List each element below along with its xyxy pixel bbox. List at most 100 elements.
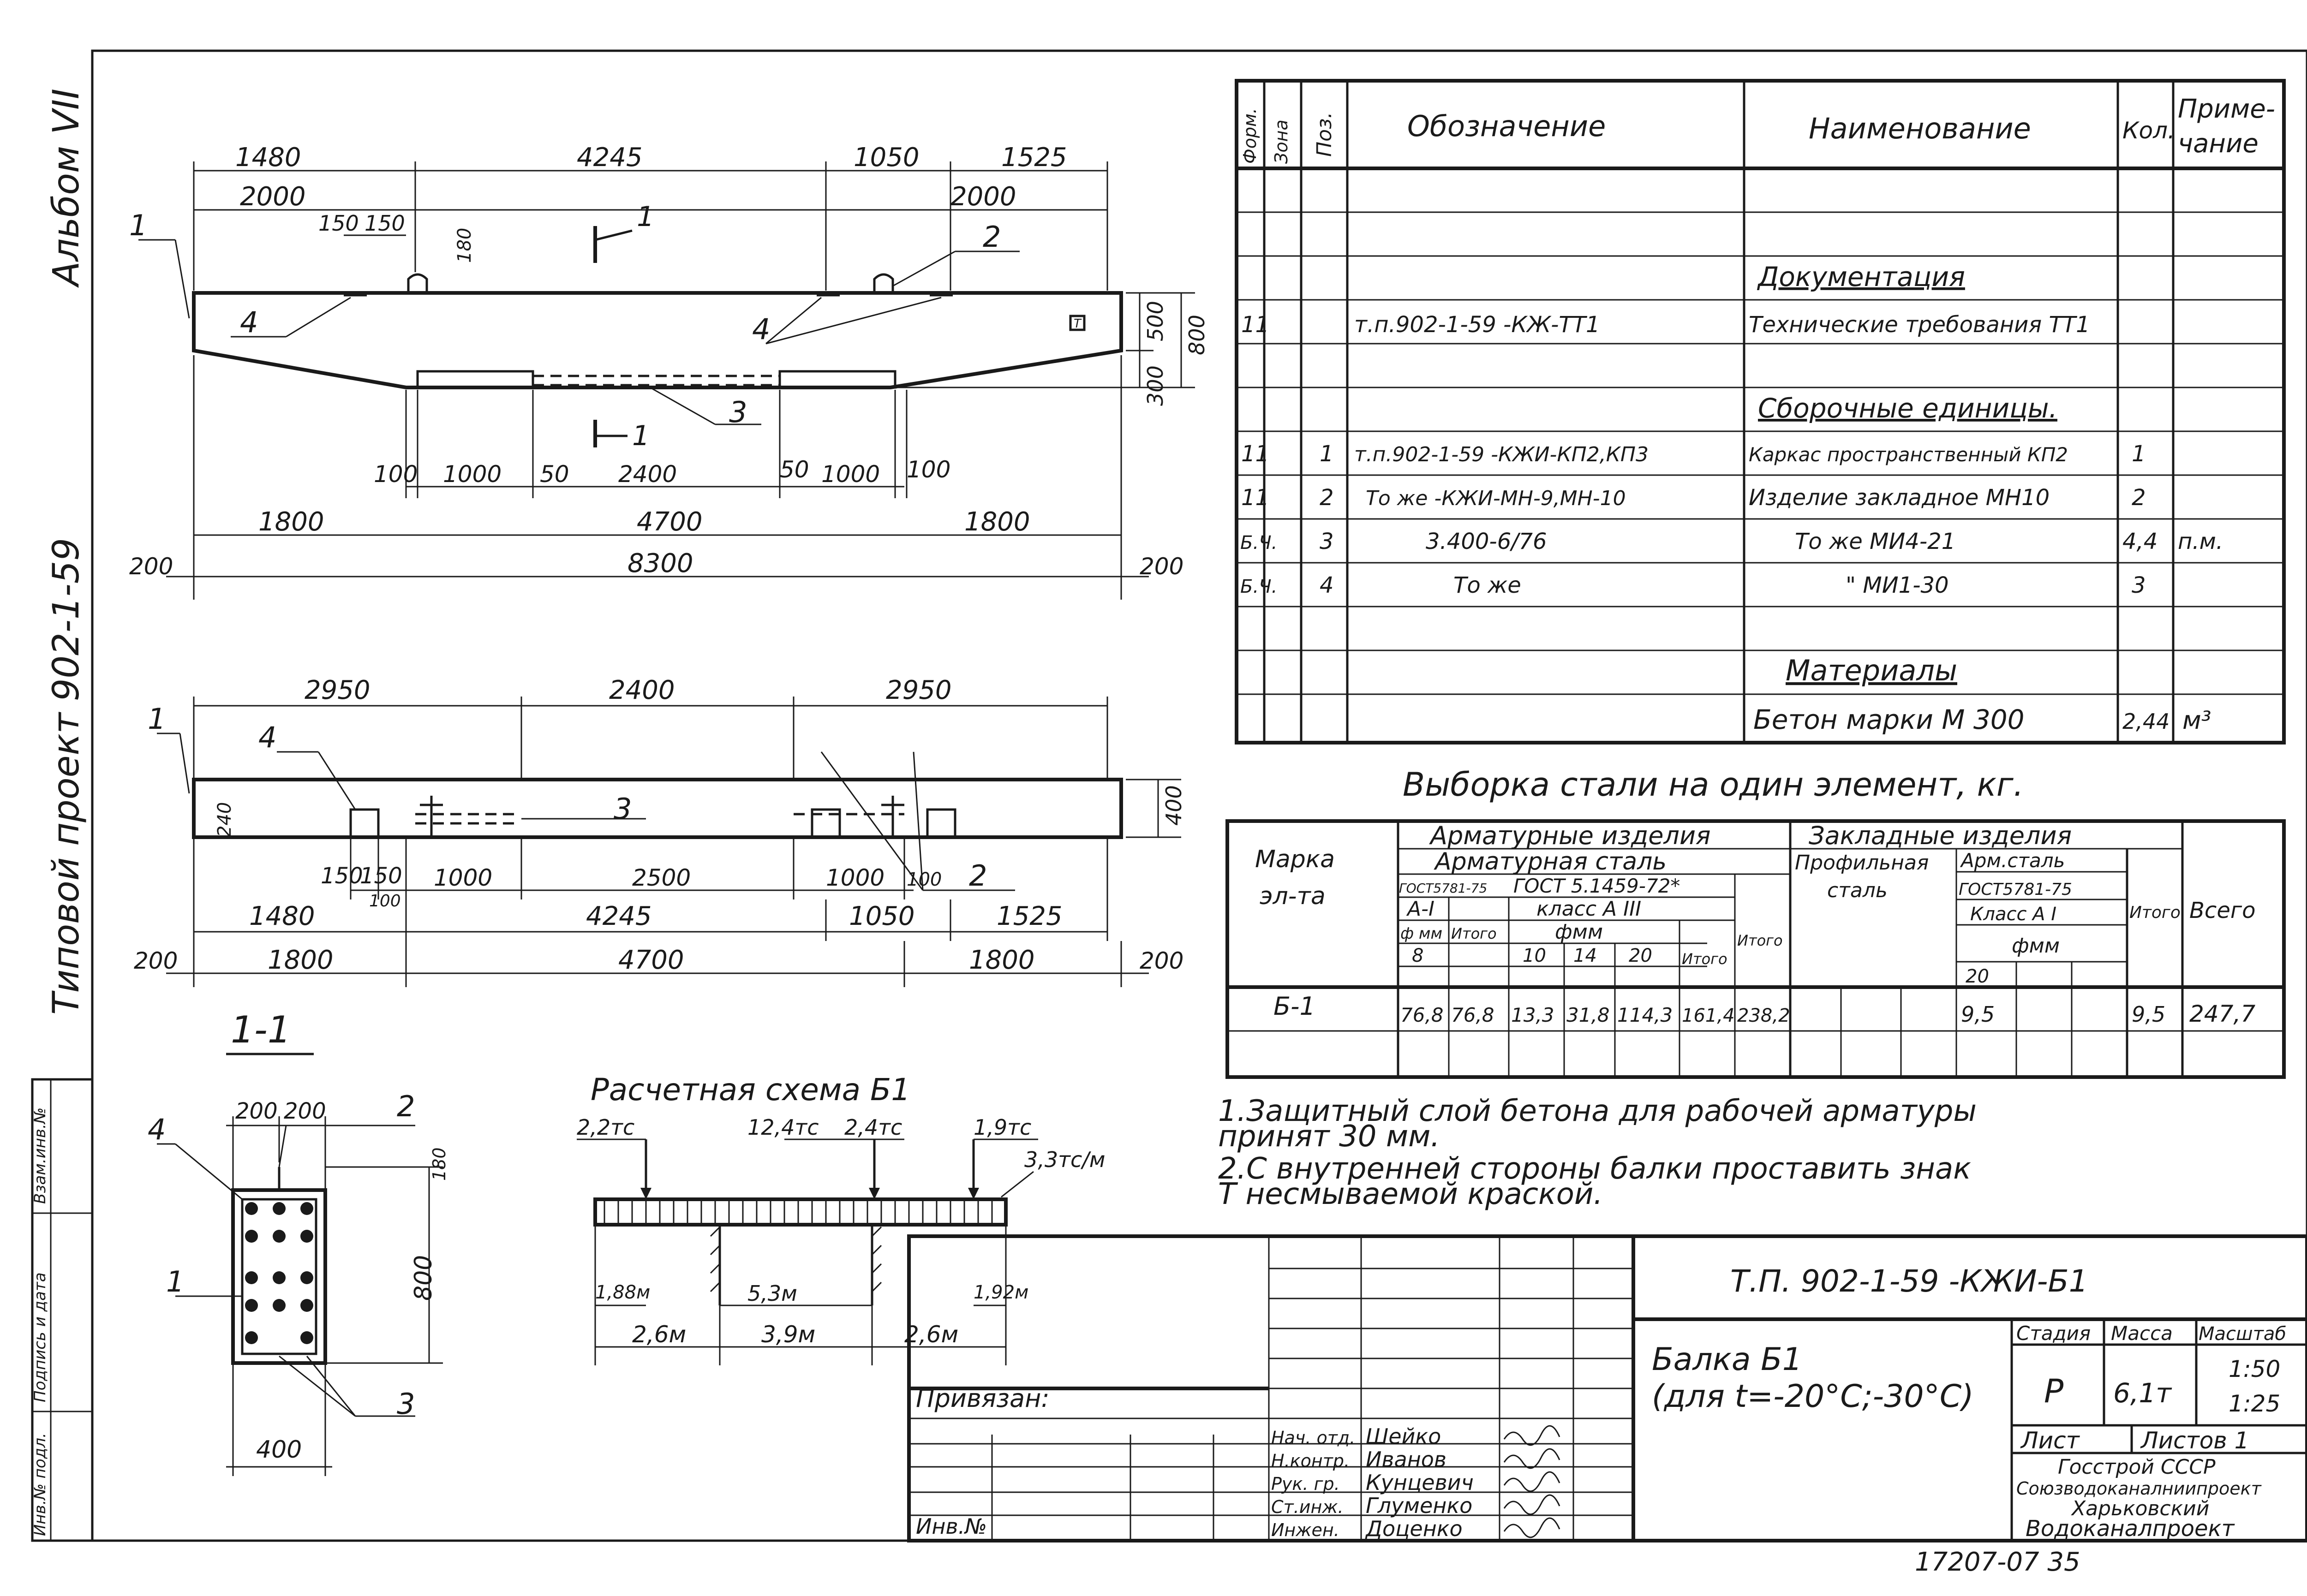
plan-callout-4: 4: [258, 721, 276, 754]
plan-dim-1000a: 1000: [434, 864, 492, 891]
section-dim-200b: 200: [284, 1098, 326, 1124]
h-total: Всего: [2189, 898, 2255, 923]
row-mn-pos: 2: [1320, 485, 1334, 511]
dim-150a: 150: [318, 211, 359, 236]
plan-dim-1000b: 1000: [826, 864, 885, 891]
dim-8300: 8300: [628, 548, 693, 578]
cell-arm-itogo: 238,2: [1737, 1005, 1790, 1026]
plan-dim-150a: 150: [321, 863, 363, 889]
scale-h: Масштаб: [2199, 1323, 2286, 1345]
left-stamp: Инв.№ подл. Подпись и дата Взам.инв.№: [31, 1078, 94, 1542]
row-mi1-qty: 3: [2132, 572, 2146, 598]
h-itogo-a3: Итого: [1682, 950, 1727, 968]
h-d20: 20: [1629, 945, 1652, 966]
role-2: Рук. гр.: [1271, 1474, 1340, 1494]
plan-dim-2950b: 2950: [886, 675, 952, 705]
load-12-4: 12,4тс: [747, 1115, 819, 1140]
cell-a3-10: 13,3: [1511, 1004, 1554, 1026]
org-0: Госстрой СССР: [2058, 1455, 2216, 1479]
callout-4a: 4: [240, 305, 258, 339]
calc-beam: [593, 1197, 1008, 1227]
dim-2000-left: 2000: [240, 182, 306, 212]
h-a1b: Класс А I: [1970, 904, 2056, 925]
loop-right: [873, 273, 894, 293]
plan-callout-1: 1: [148, 702, 166, 736]
h-note-1: Приме-: [2178, 94, 2275, 124]
org-2: Харьковский: [2071, 1497, 2209, 1520]
section-view: 1-1 200 200 180 800 400 4 2 1: [148, 1008, 449, 1476]
section-dim-400: 400: [256, 1436, 302, 1464]
row-tt-name: Технические требования ТТ1: [1749, 312, 2090, 338]
span-2-6b: 2,6м: [904, 1321, 958, 1348]
section-callout-3: 3: [397, 1387, 415, 1421]
plan-dim-4245: 4245: [586, 901, 652, 931]
row-mi1-code: То же: [1453, 572, 1521, 598]
callout-1: 1: [129, 208, 147, 242]
stage-val: Р: [2044, 1372, 2064, 1410]
cell-a1-8: 76,8: [1400, 1004, 1444, 1026]
h-qty: Кол.: [2122, 117, 2175, 144]
note-2a: 2.С внутренней стороны балки проставить …: [1218, 1152, 1971, 1186]
name-2: Кунцевич: [1366, 1470, 1474, 1495]
plan-dim-1050: 1050: [849, 901, 915, 931]
embed-bottom-right: [778, 370, 897, 389]
cell-a3-14: 31,8: [1566, 1004, 1610, 1026]
h-phi: ф мм: [1400, 924, 1442, 943]
plan-dim-100b: 100: [907, 869, 942, 890]
h-d10: 10: [1523, 945, 1546, 966]
name-0: Шейко: [1366, 1424, 1441, 1449]
stamp-sign: Подпись и дата: [31, 1272, 49, 1402]
row-mi1-pos: 4: [1320, 572, 1334, 598]
dim-180: 180: [454, 228, 475, 263]
h-phimm: фмм: [1555, 920, 1603, 944]
dim-100b: 100: [907, 456, 950, 483]
load-3-3: 3,3тс/м: [1024, 1147, 1105, 1172]
span-3-9: 3,9м: [761, 1321, 815, 1348]
row-mat-section: Материалы: [1786, 654, 1957, 687]
h-profile-2: сталь: [1827, 879, 1888, 902]
plan-callout-3: 3: [614, 792, 632, 826]
ord-5-3: 5,3м: [747, 1281, 797, 1306]
load-2-2: 2,2тс: [577, 1115, 634, 1140]
plan-dim-2950a: 2950: [305, 675, 371, 705]
section-dim-180: 180: [429, 1147, 449, 1181]
h-d20b: 20: [1966, 966, 1989, 987]
name-4: Доценко: [1365, 1516, 1463, 1541]
dim-150b: 150: [365, 211, 405, 236]
note-1b: принят 30 мм.: [1218, 1120, 1440, 1154]
plan-dim-2400: 2400: [609, 675, 675, 705]
h-a1: А-I: [1406, 897, 1434, 921]
h-gost2: ГОСТ 5.1459-72*: [1513, 875, 1680, 897]
role-4: Инжен.: [1271, 1520, 1339, 1540]
plan-dim-4700: 4700: [618, 945, 684, 975]
name-1: Иванов: [1366, 1447, 1446, 1472]
org-1: Союзводоканалниипроект: [2016, 1478, 2262, 1499]
h-itogo-a1: Итого: [1451, 925, 1497, 942]
row-mi4-fmt: Б.Ч.: [1240, 532, 1277, 554]
row-mn-qty: 2: [2132, 485, 2146, 511]
steel-table: Выборка стали на один элемент, кг. Марка…: [1225, 766, 2286, 1079]
elevation-view: Т 1480 4245 1050 1525 2000 2000 150 150 …: [129, 143, 1209, 600]
h-d8: 8: [1412, 945, 1423, 966]
stage-h: Стадия: [2016, 1322, 2091, 1345]
mass-h: Масса: [2111, 1322, 2173, 1345]
sheet-h: Лист: [2020, 1427, 2080, 1454]
plan-dim-2500: 2500: [632, 864, 691, 891]
dim-100a: 100: [374, 461, 418, 488]
plan-dim-150b: 150: [360, 863, 402, 889]
ord-1-88: 1,88м: [595, 1282, 650, 1303]
row-mn-name: Изделие закладное МН10: [1749, 485, 2050, 511]
row-doc-section: Документация: [1757, 261, 1965, 292]
section-title: 1-1: [231, 1008, 291, 1051]
plan-dim-200b: 200: [1140, 947, 1183, 974]
plan-callout-2: 2: [969, 859, 987, 893]
h-profile-1: Профильная: [1795, 851, 1929, 875]
h-phi2: фмм: [2012, 934, 2060, 958]
h-itogo2: Итого: [2129, 903, 2181, 922]
dim-1000a: 1000: [443, 461, 502, 488]
note-1a: 1.Защитный слой бетона для рабочей армат…: [1218, 1094, 1977, 1128]
row-concrete-qty: 2,44: [2122, 709, 2170, 734]
side-mark: Т: [1074, 317, 1082, 331]
project-label: Типовой проект 902-1-59: [46, 538, 87, 1015]
